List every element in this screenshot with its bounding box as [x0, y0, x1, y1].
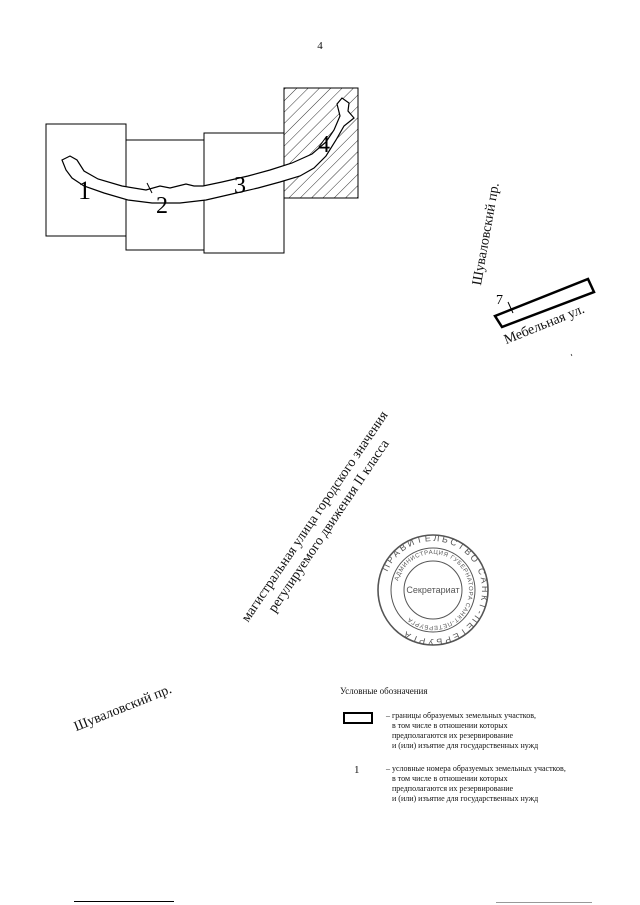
parcel-7-boundary [493, 277, 596, 329]
footer-line-right [496, 902, 592, 903]
legend-boundary-symbol [343, 712, 373, 724]
parcel-number-1: 1 [78, 176, 91, 205]
parcel-boundary-corridor [61, 97, 355, 204]
legend-item-boundaries: – границы образуемых земельных участков,… [386, 711, 539, 750]
legend-item-numbers: – условные номера образуемых земельных у… [386, 764, 566, 803]
svg-text:Секретариат: Секретариат [406, 585, 459, 595]
parcel-number-3: 3 [234, 173, 246, 199]
page-number: 4 [317, 40, 323, 52]
legend-title: Условные обозначения [340, 686, 428, 696]
footer-line-left [74, 901, 174, 902]
parcel-number-7: 7 [496, 293, 503, 308]
legend-number-symbol: 1 [354, 764, 360, 776]
official-stamp [377, 534, 489, 646]
parcel-number-4: 4 [318, 132, 330, 158]
parcel-number-2: 2 [156, 193, 168, 219]
